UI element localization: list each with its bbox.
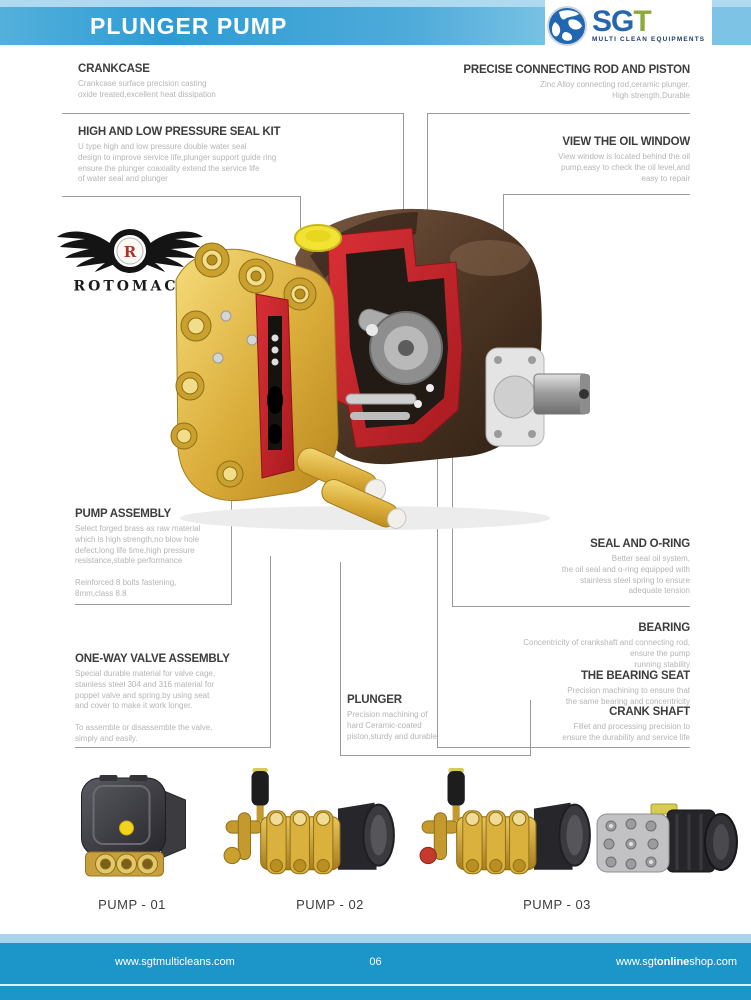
product-image-pump-04 bbox=[596, 803, 738, 873]
callout-crankcase: CRANKCASE Crankcase surface precision ca… bbox=[78, 63, 216, 101]
footer-divider bbox=[0, 984, 751, 986]
leader-line bbox=[437, 747, 690, 748]
leader-line bbox=[340, 562, 341, 756]
leader-line bbox=[503, 194, 504, 264]
product-label-pump-01: PUMP - 01 bbox=[98, 897, 166, 912]
product-image-pump-03 bbox=[419, 768, 591, 875]
callout-title: PRECISE CONNECTING ROD AND PISTON bbox=[463, 64, 690, 76]
callout-desc: Precision machining of hard Ceramic-coat… bbox=[347, 710, 437, 741]
footer-bar bbox=[0, 943, 751, 984]
leader-line bbox=[75, 747, 271, 748]
footer-top-strip bbox=[0, 934, 751, 943]
callout-pump-assembly: PUMP ASSEMBLY Select forged brass as raw… bbox=[75, 508, 200, 600]
brand-tagline: MULTI CLEAN EQUIPMENTS bbox=[592, 36, 706, 43]
callout-desc: Precision machining to ensure that the s… bbox=[565, 686, 690, 706]
page-title: PLUNGER PUMP bbox=[90, 13, 288, 39]
callout-one-way-valve: ONE-WAY VALVE ASSEMBLY Special durable m… bbox=[75, 653, 230, 745]
callout-crank-shaft: CRANK SHAFT Fillet and processing precis… bbox=[562, 706, 690, 744]
callout-desc: View window is located behind the oil pu… bbox=[558, 152, 690, 183]
leader-line bbox=[503, 194, 690, 195]
callout-desc: Select forged brass as raw material whic… bbox=[75, 524, 201, 598]
leader-line bbox=[403, 113, 404, 229]
leader-line bbox=[452, 606, 690, 607]
brand-logo-text: SGT MULTI CLEAN EQUIPMENTS bbox=[592, 7, 706, 44]
brand-logo: SGT MULTI CLEAN EQUIPMENTS bbox=[545, 0, 712, 52]
callout-title: ONE-WAY VALVE ASSEMBLY bbox=[75, 653, 230, 665]
leader-line bbox=[427, 113, 690, 114]
callout-title: PLUNGER bbox=[347, 694, 402, 706]
product-image-pump-02 bbox=[223, 768, 395, 875]
product-label-pump-02: PUMP - 02 bbox=[296, 897, 364, 912]
leader-line bbox=[62, 113, 403, 114]
leader-line bbox=[75, 604, 232, 605]
brand-letter-t: T bbox=[633, 5, 651, 38]
header-end-block bbox=[712, 7, 751, 45]
callout-title: CRANK SHAFT bbox=[609, 706, 690, 718]
brand-letters-sg: SG bbox=[592, 5, 634, 38]
product-label-pump-03: PUMP - 03 bbox=[523, 897, 591, 912]
callout-oil-window: VIEW THE OIL WINDOW View window is locat… bbox=[558, 136, 690, 184]
leader-line bbox=[437, 426, 438, 748]
globe-icon bbox=[547, 6, 587, 46]
pump-cutaway-image bbox=[170, 208, 590, 530]
rotomac-initial: R bbox=[124, 243, 137, 261]
callout-desc: Crankcase surface precision casting oxid… bbox=[78, 79, 216, 99]
footer-right-url[interactable]: www.sgtonlineshop.com bbox=[615, 956, 737, 968]
callout-desc: Better seal oil system, the oil seal and… bbox=[561, 554, 690, 596]
callout-desc: Fillet and processing precision to ensur… bbox=[562, 722, 690, 742]
product-image-pump-01 bbox=[81, 775, 186, 877]
callout-title: SEAL AND O-RING bbox=[590, 538, 690, 550]
callout-title: PUMP ASSEMBLY bbox=[75, 508, 172, 520]
callout-desc: Concentricity of crankshaft and connecti… bbox=[523, 638, 690, 669]
leader-line bbox=[530, 700, 531, 756]
leader-line bbox=[340, 755, 530, 756]
callout-title: CRANKCASE bbox=[78, 63, 150, 75]
footer-left-url[interactable]: www.sgtmulticleans.com bbox=[115, 956, 235, 968]
callout-desc: U type high and low pressure double wate… bbox=[78, 142, 277, 184]
callout-seal-kit: HIGH AND LOW PRESSURE SEAL KIT U type hi… bbox=[78, 126, 280, 185]
footer-bottom-strip bbox=[0, 986, 751, 1000]
page-number: 06 bbox=[369, 956, 382, 968]
leader-line bbox=[270, 556, 271, 748]
callout-title: HIGH AND LOW PRESSURE SEAL KIT bbox=[78, 126, 281, 138]
callout-seal-oring: SEAL AND O-RING Better seal oil system, … bbox=[562, 538, 690, 597]
rotomac-wings-icon: R bbox=[57, 229, 203, 273]
callout-connecting-rod: PRECISE CONNECTING ROD AND PISTON Zinc A… bbox=[463, 64, 690, 102]
callout-title: THE BEARING SEAT bbox=[580, 670, 690, 682]
callout-plunger: PLUNGER Precision machining of hard Cera… bbox=[347, 694, 467, 742]
callout-desc: Zinc Alloy connecting rod,ceramic plunge… bbox=[540, 80, 690, 100]
callout-desc: Special durable material for valve cage,… bbox=[75, 669, 216, 743]
leader-line bbox=[62, 196, 301, 197]
header-top-strip bbox=[0, 0, 751, 7]
callout-bearing-seat: THE BEARING SEAT Precision machining to … bbox=[566, 670, 690, 708]
callout-bearing: BEARING Concentricity of crankshaft and … bbox=[523, 622, 690, 670]
callout-title: VIEW THE OIL WINDOW bbox=[562, 136, 690, 148]
callout-title: BEARING bbox=[638, 622, 690, 634]
rotomac-badge: R ROTOMAC® bbox=[55, 226, 205, 295]
